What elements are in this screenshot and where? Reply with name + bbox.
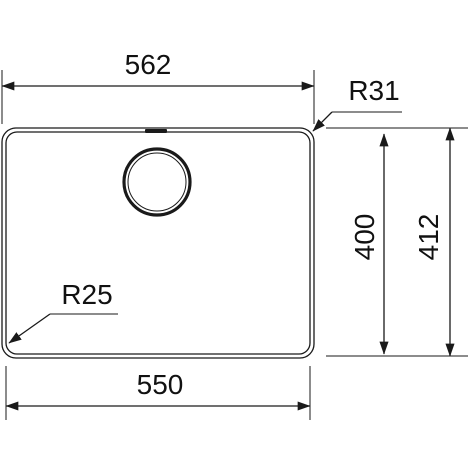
sink-inner-bowl	[5, 131, 311, 355]
sink-outer-rim	[1, 127, 315, 359]
r31-label: R31	[348, 75, 399, 106]
r25-leader	[8, 313, 51, 344]
drain-inner-ring	[127, 152, 187, 212]
overflow-slot	[145, 129, 167, 133]
r25-label: R25	[61, 279, 112, 310]
r31-leader	[312, 111, 333, 132]
dim-400-label: 400	[349, 214, 380, 261]
dim-412-label: 412	[413, 214, 444, 261]
dim-550-label: 550	[137, 369, 184, 400]
drain-outer-ring	[122, 147, 192, 217]
dim-562-label: 562	[125, 49, 172, 80]
